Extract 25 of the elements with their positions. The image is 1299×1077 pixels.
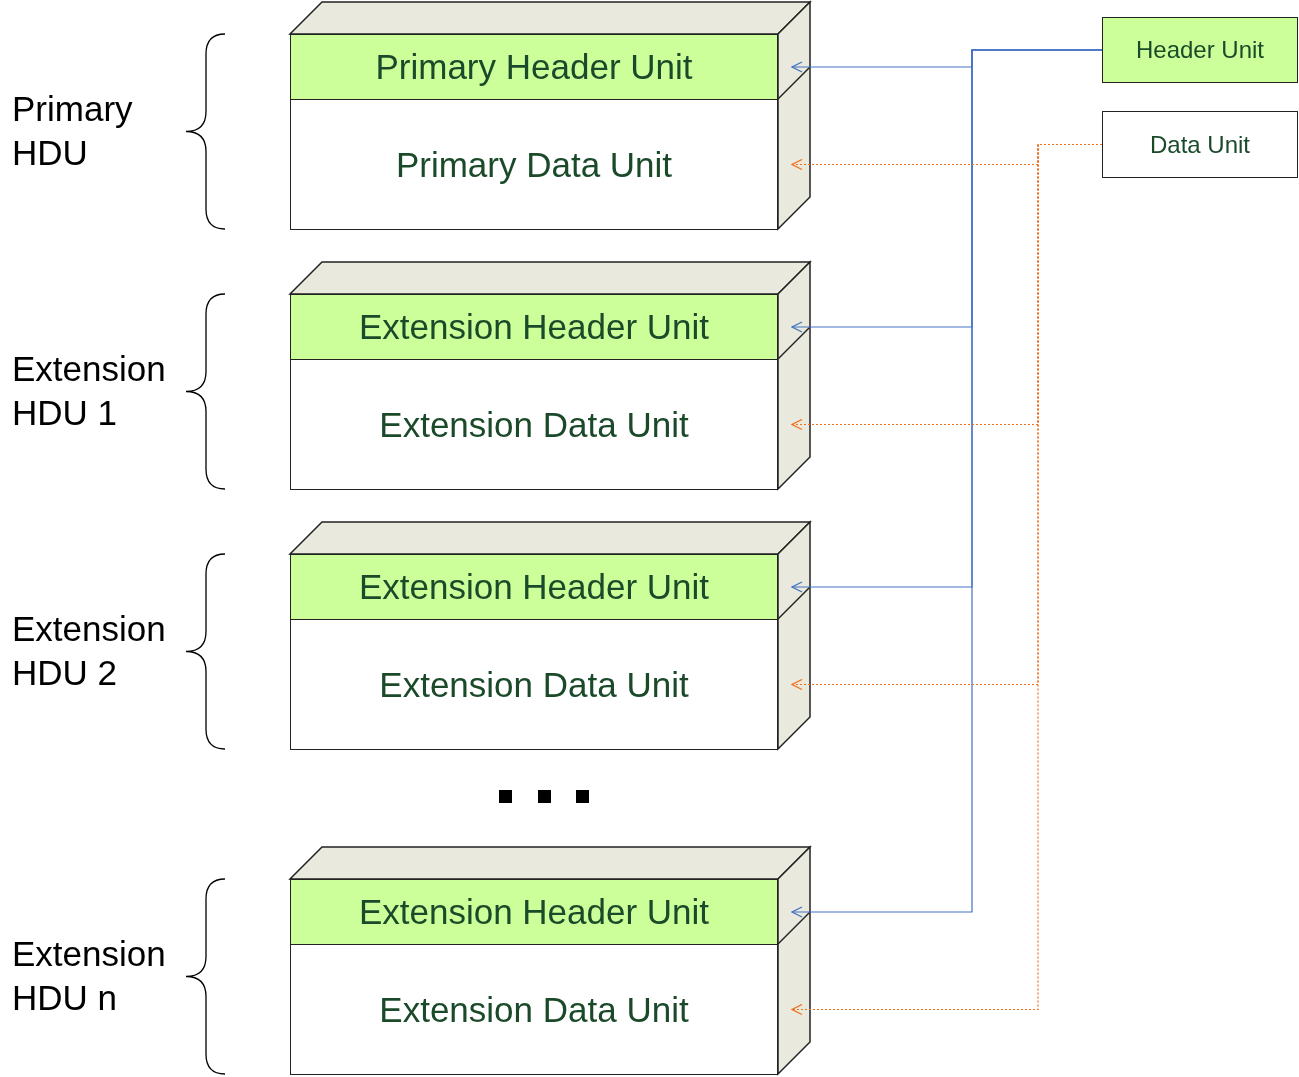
unit-label: Extension Data Unit	[379, 404, 689, 445]
unit-label: Data Unit	[1149, 130, 1250, 159]
unit-label: Primary Data Unit	[395, 144, 673, 185]
data-unit-box	[290, 944, 778, 1075]
unit-label: Extension Header Unit	[358, 307, 710, 347]
header-unit-box	[290, 34, 778, 100]
unit-label: Extension Data Unit	[379, 989, 689, 1030]
unit-label: Header Unit	[1135, 36, 1265, 64]
unit-label: Extension Header Unit	[358, 892, 710, 932]
hdu-label: Extension HDU 1	[12, 348, 167, 434]
hdu-label: Extension HDU n	[12, 933, 167, 1019]
header-unit-box	[1102, 17, 1298, 83]
unit-label: Extension Data Unit	[379, 664, 689, 705]
unit-label: Extension Header Unit	[358, 567, 710, 607]
unit-label: Primary Header Unit	[375, 47, 693, 87]
header-unit-box	[290, 554, 778, 620]
hdu-label: Extension HDU 2	[12, 608, 167, 694]
data-unit-box	[290, 359, 778, 490]
header-unit-box	[290, 879, 778, 945]
header-unit-box	[290, 294, 778, 360]
data-unit-box	[290, 619, 778, 750]
data-unit-box	[1102, 111, 1298, 178]
data-unit-box	[290, 99, 778, 230]
hdu-label: Primary HDU	[12, 88, 134, 174]
arrow	[791, 49, 1103, 918]
